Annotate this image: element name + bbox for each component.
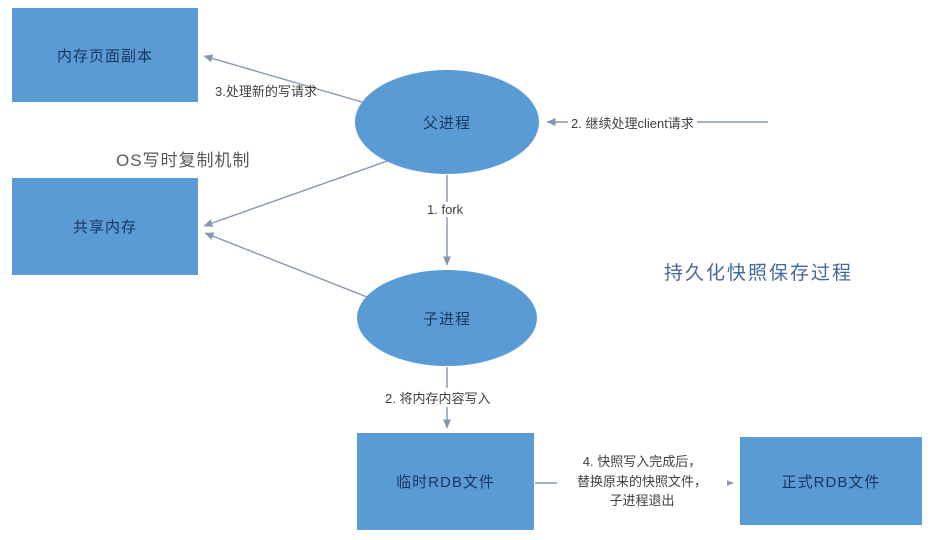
node-memory-page-copy-label: 内存页面副本: [56, 47, 153, 65]
diagram-title: 持久化快照保存过程: [664, 263, 854, 284]
edge-label-write-memory: 2. 将内存内容写入: [382, 388, 494, 407]
node-temp-rdb-file-label: 临时RDB文件: [396, 474, 495, 491]
edge-label-write-requests: 3.处理新的写请求: [215, 84, 317, 99]
node-temp-rdb-file: 临时RDB文件: [357, 433, 534, 530]
arrow-child-to-shared-memory: [204, 232, 368, 298]
node-memory-page-copy: 内存页面副本: [12, 8, 198, 102]
node-parent-process-label: 父进程: [422, 114, 471, 132]
node-final-rdb-file-label: 正式RDB文件: [781, 473, 881, 491]
node-parent-process: 父进程: [355, 70, 539, 174]
arrow-parent-to-shared-memory: [203, 159, 391, 227]
node-child-process: 子进程: [357, 270, 537, 366]
arrow-parent-to-memory-copy: [203, 54, 363, 103]
edge-label-client-requests: 2. 继续处理client请求: [568, 113, 697, 132]
label-os-copy-on-write: OS写时复制机制: [116, 151, 251, 170]
node-shared-memory: 共享内存: [12, 178, 198, 275]
edge-label-replace-snapshot: 4. 快照写入完成后， 替换原来的快照文件， 子进程退出: [557, 452, 727, 511]
node-shared-memory-label: 共享内存: [72, 219, 137, 236]
edge-label-fork: 1. fork: [424, 202, 467, 217]
node-final-rdb-file: 正式RDB文件: [740, 437, 922, 525]
node-child-process-label: 子进程: [422, 310, 471, 328]
